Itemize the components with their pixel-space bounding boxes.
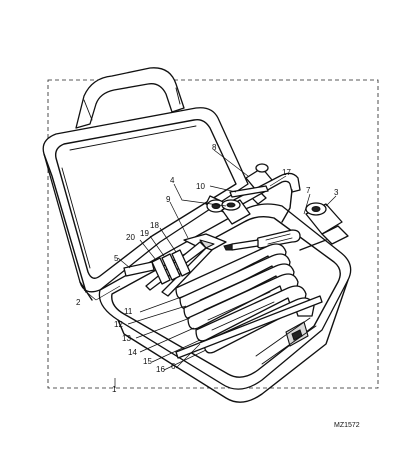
case-lid	[42, 67, 249, 301]
dashed-boundary	[47, 79, 379, 389]
callout-20: 20	[126, 233, 135, 242]
tool-screwdriver	[223, 229, 301, 251]
callout-3: 3	[334, 188, 339, 197]
tool-tommy-bar	[229, 185, 269, 198]
callout-5: 5	[114, 254, 119, 263]
callout-9: 9	[166, 195, 171, 204]
tool-box-spanner	[221, 199, 251, 225]
callout-14: 14	[128, 348, 137, 357]
callout-10: 10	[196, 182, 205, 191]
tool-plug-spanner	[299, 202, 349, 251]
callout-6: 6	[171, 362, 176, 371]
callout-12: 12	[114, 320, 123, 329]
callout-11: 11	[124, 307, 133, 316]
callout-17: 17	[282, 168, 291, 177]
callout-4: 4	[170, 176, 175, 185]
callout-2: 2	[76, 298, 81, 307]
tool-small-keys	[151, 249, 191, 285]
callout-8: 8	[212, 143, 217, 152]
tool-feeler	[123, 261, 155, 277]
callout-16: 16	[156, 365, 165, 374]
callout-13: 13	[122, 334, 131, 343]
callout-1: 1	[112, 385, 117, 394]
callout-19: 19	[140, 229, 149, 238]
callout-15: 15	[143, 357, 152, 366]
figure-code: MZ1572	[334, 422, 360, 429]
leader-lines	[83, 149, 337, 388]
tool-long-bar	[175, 295, 323, 359]
callout-7: 7	[306, 186, 311, 195]
callout-18: 18	[150, 221, 159, 230]
